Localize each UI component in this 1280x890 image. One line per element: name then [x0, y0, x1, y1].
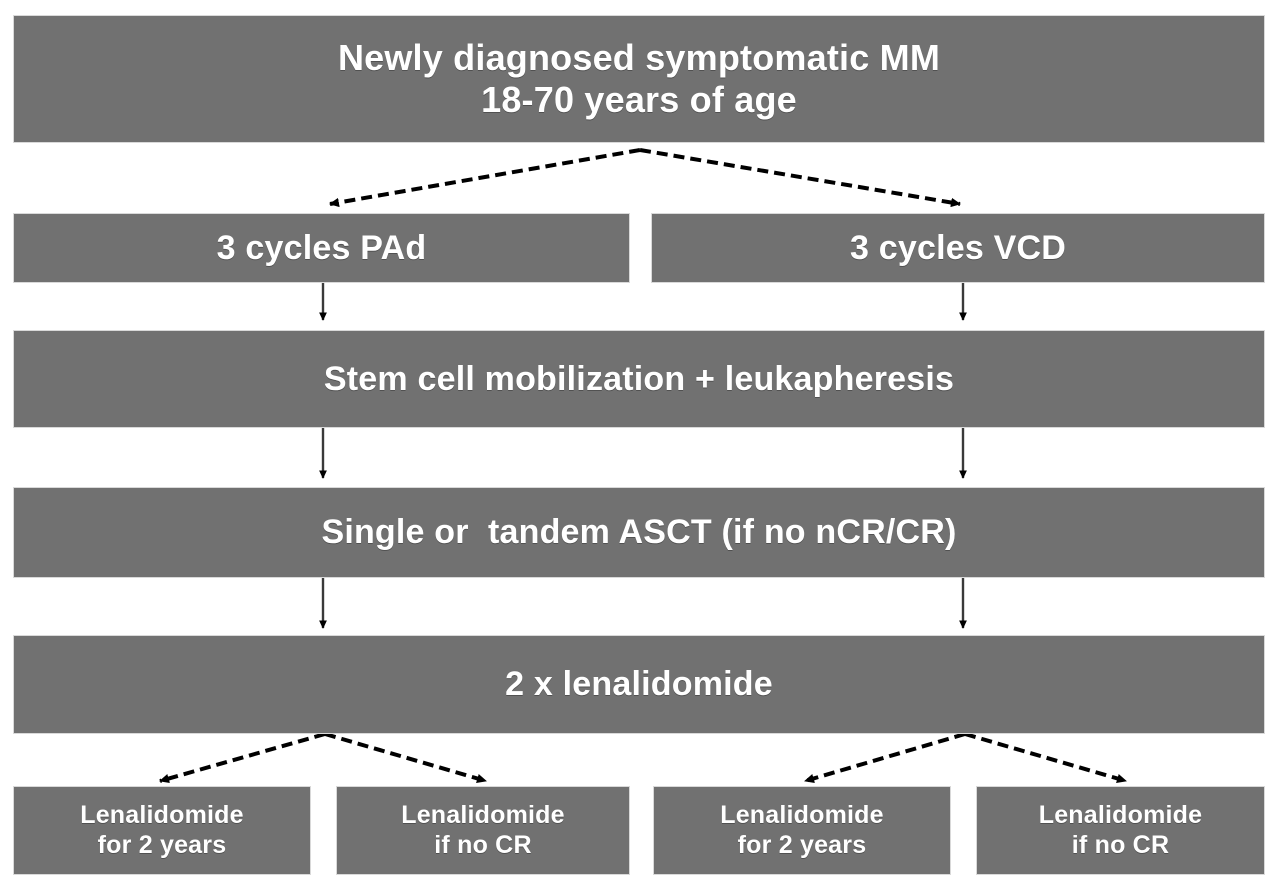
- node-lenalidomide-no-cr-left-line2: if no CR: [434, 830, 532, 859]
- edge-diagnosis-to-pad: [329, 148, 641, 208]
- node-lenalidomide-no-cr-left: Lenalidomide if no CR: [336, 786, 630, 875]
- node-diagnosis-line1: Newly diagnosed symptomatic MM: [337, 36, 941, 78]
- node-3-cycles-vcd-label: 3 cycles VCD: [850, 228, 1066, 267]
- edge-lenalidomide-to-len-nocr-right: [964, 732, 1127, 783]
- edge-lenalidomide-to-len-nocr-left: [324, 732, 487, 783]
- node-lenalidomide-no-cr-right-line2: if no CR: [1071, 830, 1170, 859]
- node-2x-lenalidomide: 2 x lenalidomide: [13, 635, 1265, 734]
- node-lenalidomide-2-years-right: Lenalidomide for 2 years: [653, 786, 951, 875]
- node-3-cycles-pad-label: 3 cycles PAd: [216, 228, 427, 267]
- node-lenalidomide-no-cr-left-line1: Lenalidomide: [401, 801, 565, 829]
- node-stem-cell-mobilization-label: Stem cell mobilization + leukapheresis: [323, 359, 955, 398]
- node-lenalidomide-2-years-left-line1: Lenalidomide: [80, 801, 244, 829]
- edge-lenalidomide-to-len-2years-right: [804, 732, 966, 783]
- node-2x-lenalidomide-label: 2 x lenalidomide: [505, 665, 773, 704]
- node-3-cycles-vcd: 3 cycles VCD: [651, 213, 1265, 283]
- node-lenalidomide-2-years-right-line1: Lenalidomide: [720, 801, 884, 829]
- node-lenalidomide-2-years-left-line2: for 2 years: [97, 830, 227, 859]
- node-lenalidomide-2-years-right-line2: for 2 years: [737, 830, 867, 859]
- node-diagnosis: Newly diagnosed symptomatic MM 18-70 yea…: [13, 15, 1265, 143]
- edge-lenalidomide-to-len-2years-left: [159, 732, 326, 784]
- node-asct: Single or tandem ASCT (if no nCR/CR): [13, 487, 1265, 578]
- node-3-cycles-pad: 3 cycles PAd: [13, 213, 630, 283]
- node-asct-label: Single or tandem ASCT (if no nCR/CR): [321, 513, 957, 552]
- node-diagnosis-line2: 18-70 years of age: [481, 79, 797, 120]
- node-lenalidomide-2-years-left: Lenalidomide for 2 years: [13, 786, 311, 875]
- edge-diagnosis-to-vcd: [639, 148, 961, 208]
- node-lenalidomide-no-cr-right-line1: Lenalidomide: [1038, 801, 1203, 829]
- node-stem-cell-mobilization: Stem cell mobilization + leukapheresis: [13, 330, 1265, 428]
- node-lenalidomide-no-cr-right: Lenalidomide if no CR: [976, 786, 1265, 875]
